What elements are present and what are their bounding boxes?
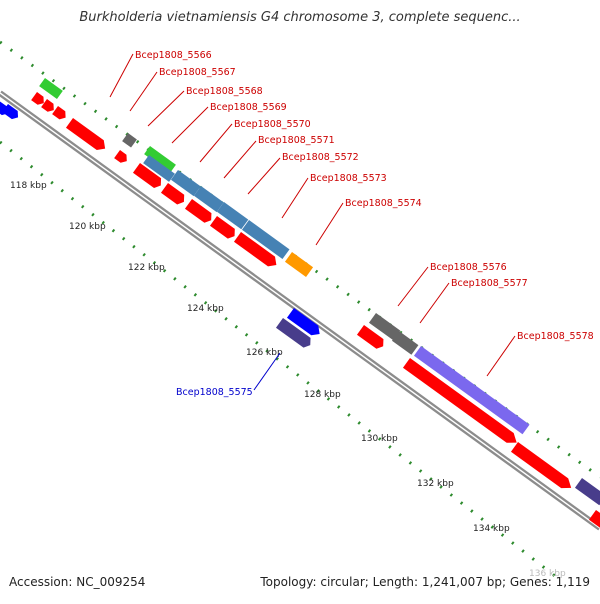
cds-arrow — [41, 99, 54, 112]
cds-arrow — [31, 92, 44, 105]
gene-label: Bcep1808_5571 — [258, 135, 335, 146]
cds-arrow — [356, 325, 384, 349]
gene-feature-navy — [275, 318, 311, 348]
cds-arrow — [402, 358, 517, 443]
gene-label: Bcep1808_5568 — [186, 86, 263, 97]
gene-feature-blue — [143, 155, 175, 182]
gene-label: Bcep1808_5578 — [517, 331, 594, 342]
scale-label: 132 kbp — [417, 479, 454, 489]
cds-arrow — [588, 510, 600, 532]
gene-feature-gray — [391, 331, 419, 355]
scale-label: 134 kbp — [473, 524, 510, 534]
gene-feature-gray — [368, 313, 401, 341]
accession-text: Accession: NC_009254 — [9, 575, 146, 589]
gene-feature-blue — [2, 104, 19, 120]
scale-label: 122 kbp — [128, 263, 165, 273]
gene-label: Bcep1808_5573 — [310, 173, 387, 184]
gene-feature-green — [39, 78, 63, 100]
gene-label: Bcep1808_5575 — [176, 387, 253, 398]
gene-feature-orange — [284, 252, 314, 277]
scale-label: 130 kbp — [361, 434, 398, 444]
cds-arrow — [184, 199, 212, 223]
gene-label: Bcep1808_5570 — [234, 119, 311, 130]
cds-arrow — [132, 163, 162, 188]
gene-feature-navy — [574, 478, 600, 506]
gene-label-group: Bcep1808_5566 Bcep1808_5567 Bcep1808_556… — [135, 50, 594, 398]
label-leaders — [109, 53, 516, 391]
gene-label: Bcep1808_5572 — [282, 152, 359, 163]
cds-arrow — [510, 442, 572, 489]
genome-summary-text: Topology: circular; Length: 1,241,007 bp… — [260, 575, 590, 589]
gene-label: Bcep1808_5577 — [451, 278, 528, 289]
gene-feature-bright-blue — [286, 308, 320, 336]
chromosome-backbone — [0, 90, 600, 531]
gene-feature-purple — [413, 346, 530, 435]
scale-label: 126 kbp — [246, 348, 283, 358]
cds-arrow — [233, 232, 277, 267]
gene-label: Bcep1808_5576 — [430, 262, 507, 273]
cds-arrow — [209, 216, 235, 239]
scale-label: 120 kbp — [69, 222, 106, 232]
cds-arrow — [160, 183, 185, 205]
gene-feature-blue — [193, 186, 224, 213]
gene-feature-blue — [216, 202, 249, 230]
gene-label: Bcep1808_5569 — [210, 102, 287, 113]
gene-feature-gray — [122, 133, 137, 148]
scale-label: 118 kbp — [10, 181, 47, 191]
gene-feature-green — [144, 146, 176, 173]
gene-feature-blue — [170, 170, 201, 197]
scale-labels: 118 kbp 120 kbp 122 kbp 124 kbp 126 kbp … — [10, 181, 566, 579]
feature-track — [0, 78, 600, 532]
gene-label: Bcep1808_5574 — [345, 198, 422, 209]
inner-tick-row — [0, 140, 561, 582]
gene-label: Bcep1808_5566 — [135, 50, 212, 61]
cds-arrow — [52, 106, 66, 120]
gene-feature-blue — [241, 220, 290, 260]
scale-label: 128 kbp — [304, 390, 341, 400]
cds-arrow — [114, 150, 127, 163]
scale-label: 124 kbp — [187, 304, 224, 314]
scale-label: 136 kbp — [529, 569, 566, 579]
gene-label: Bcep1808_5567 — [159, 67, 236, 78]
cds-arrow — [65, 118, 106, 151]
page-title: Burkholderia vietnamiensis G4 chromosome… — [79, 10, 521, 25]
